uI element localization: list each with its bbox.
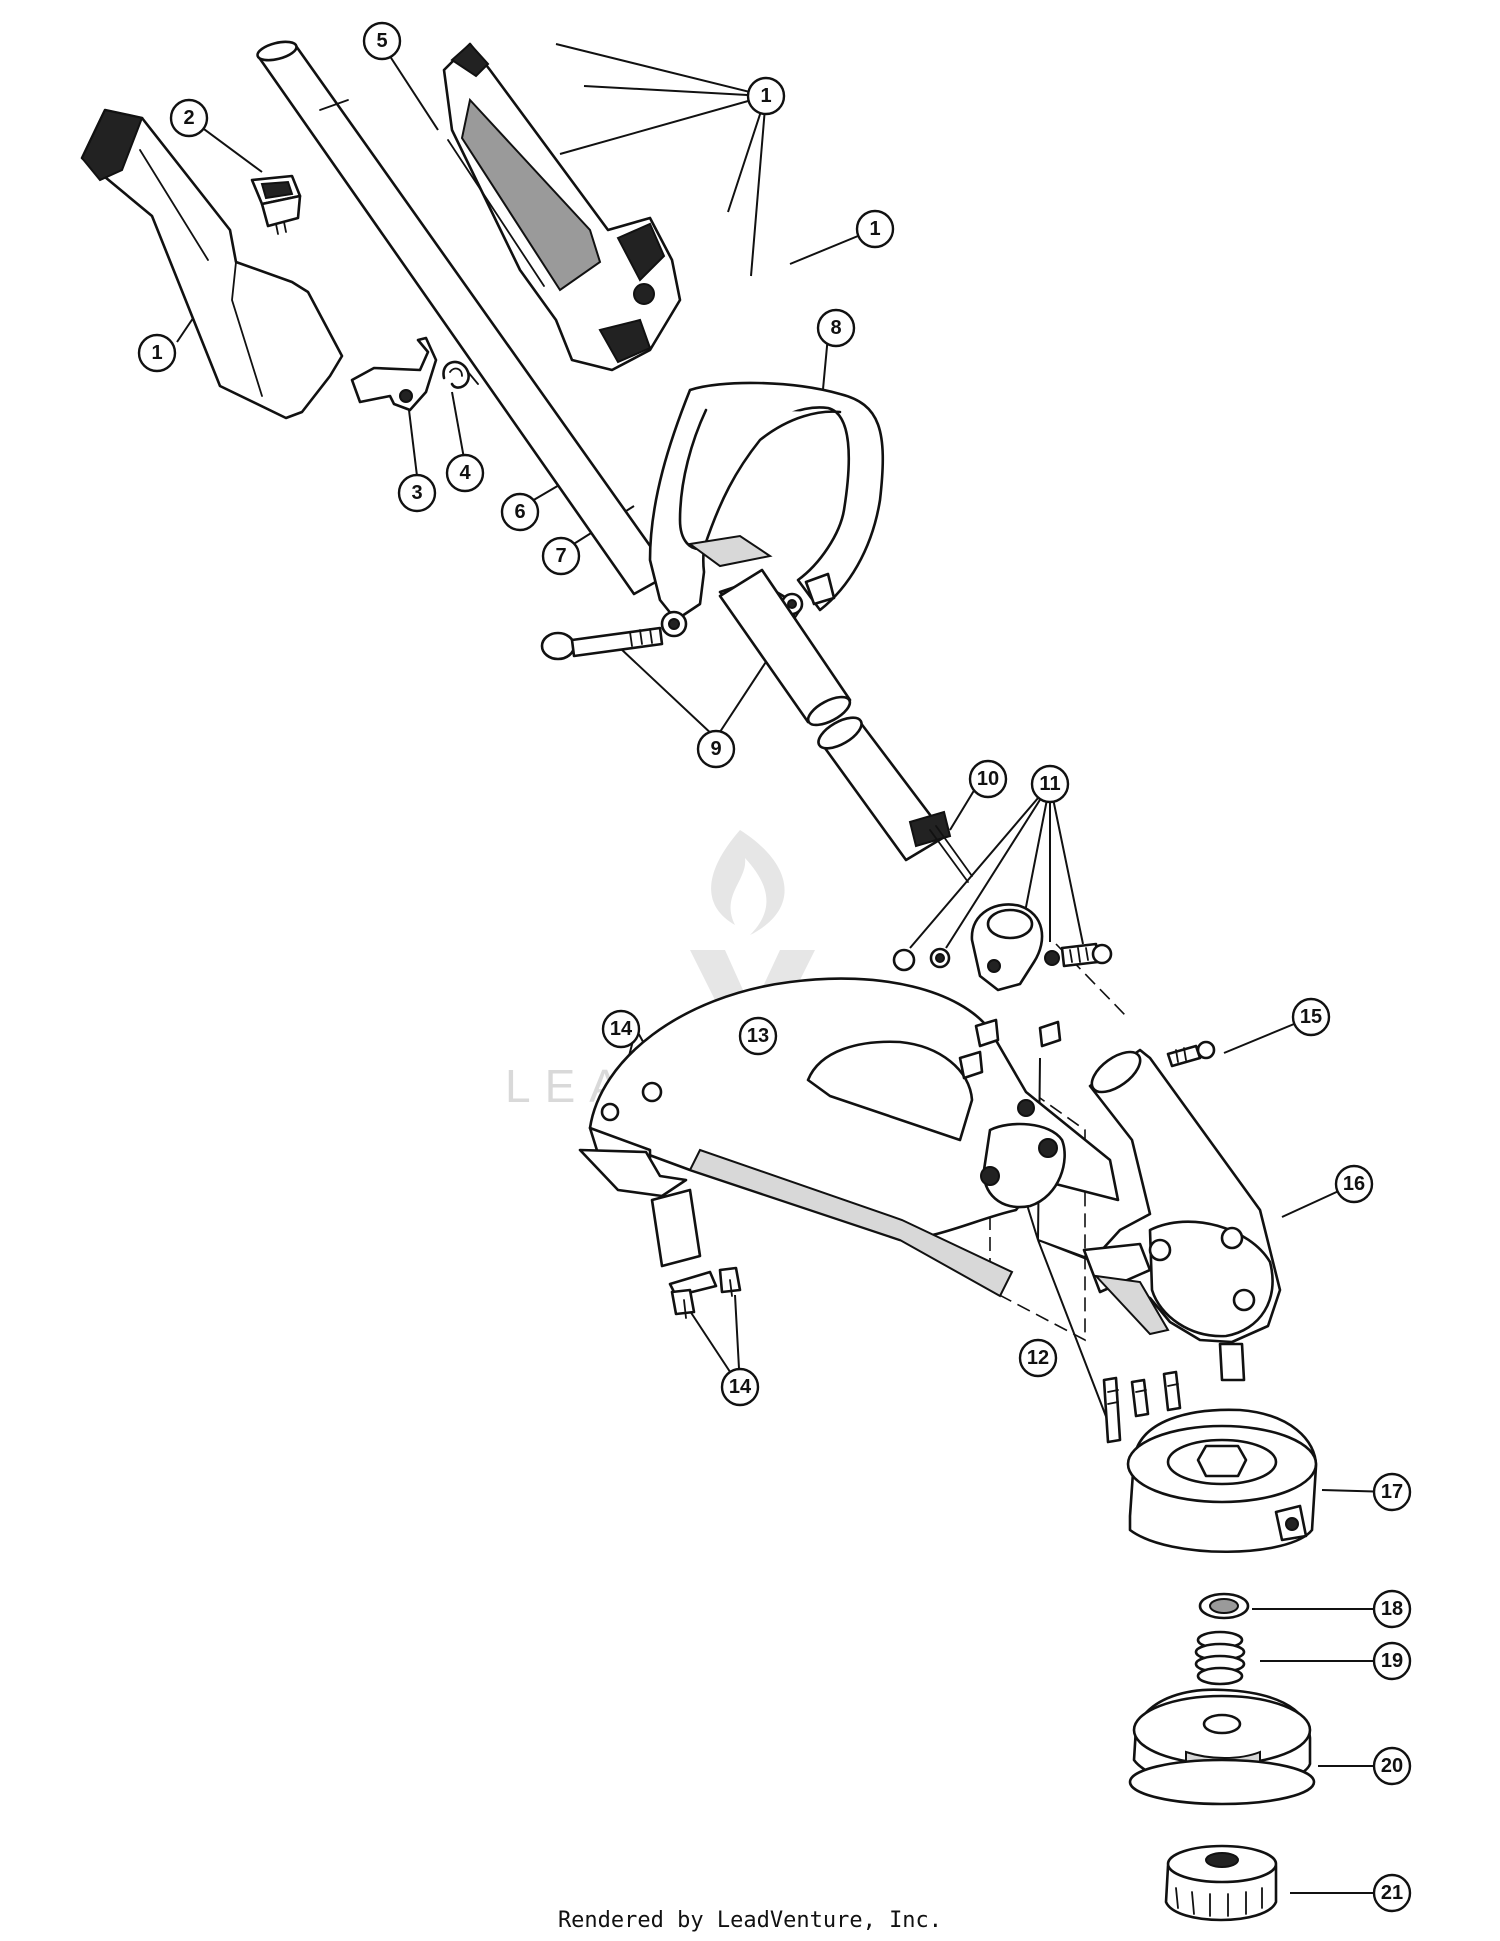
callout-16[interactable]: 16	[1334, 1164, 1374, 1204]
screws-and-nuts	[958, 1018, 1182, 1444]
callout-19[interactable]: 19	[1372, 1641, 1412, 1681]
svg-text:17: 17	[1381, 1481, 1403, 1503]
callout-14b[interactable]: 14	[720, 1367, 760, 1407]
callout-1c[interactable]: 1	[137, 333, 177, 373]
handle-housing-inner	[442, 42, 682, 372]
footer-credit: Rendered by LeadVenture, Inc.	[557, 1908, 943, 1933]
spool	[1128, 1688, 1316, 1806]
callout-14a[interactable]: 14	[601, 1009, 641, 1049]
svg-text:2: 2	[183, 107, 194, 129]
callout-12[interactable]: 12	[1018, 1338, 1058, 1378]
callout-3[interactable]: 3	[397, 473, 437, 513]
callout-8[interactable]: 8	[816, 308, 856, 348]
callout-20[interactable]: 20	[1372, 1746, 1412, 1786]
svg-text:14: 14	[610, 1018, 633, 1040]
callout-2[interactable]: 2	[169, 98, 209, 138]
callout-13[interactable]: 13	[738, 1016, 778, 1056]
washer	[1198, 1592, 1250, 1620]
spring	[442, 360, 479, 389]
callout-11[interactable]: 11	[1030, 764, 1070, 804]
callout-15[interactable]: 15	[1291, 997, 1331, 1037]
svg-text:4: 4	[459, 462, 471, 484]
watermark-flame-icon	[711, 830, 785, 935]
callout-9[interactable]: 9	[696, 729, 736, 769]
handle-housing-left	[80, 108, 344, 420]
guard-fasteners	[600, 1081, 742, 1319]
svg-text:20: 20	[1381, 1755, 1403, 1777]
guard	[578, 977, 1120, 1298]
spool-housing	[1126, 1408, 1318, 1554]
carriage-bolt	[540, 626, 664, 661]
svg-text:15: 15	[1300, 1006, 1322, 1028]
svg-text:7: 7	[555, 545, 566, 567]
callouts: 1 1 1 2 3 4 5 6 7 8 9 10 11 12 13 14 14 …	[137, 21, 1412, 1913]
callout-1a[interactable]: 1	[746, 76, 786, 116]
callout-6[interactable]: 6	[500, 492, 540, 532]
svg-text:1: 1	[151, 342, 162, 364]
svg-text:9: 9	[710, 738, 721, 760]
alignment-lines	[989, 943, 1127, 1342]
svg-text:19: 19	[1381, 1650, 1403, 1672]
callout-18[interactable]: 18	[1372, 1589, 1412, 1629]
svg-text:16: 16	[1343, 1173, 1365, 1195]
lower-shaft	[718, 568, 952, 862]
svg-text:13: 13	[747, 1025, 769, 1047]
svg-text:3: 3	[411, 482, 422, 504]
svg-text:1: 1	[760, 85, 771, 107]
spool-spring	[1194, 1630, 1246, 1686]
bump-knob	[1164, 1844, 1278, 1922]
trigger	[350, 336, 438, 412]
callout-4[interactable]: 4	[445, 453, 485, 493]
svg-text:1: 1	[869, 218, 880, 240]
callout-10[interactable]: 10	[968, 759, 1008, 799]
svg-text:11: 11	[1039, 773, 1060, 795]
svg-text:18: 18	[1381, 1598, 1403, 1620]
callout-1b[interactable]: 1	[855, 209, 895, 249]
motor-housing	[1082, 1048, 1282, 1382]
svg-text:5: 5	[376, 30, 387, 52]
callout-7[interactable]: 7	[541, 536, 581, 576]
callout-21[interactable]: 21	[1372, 1873, 1412, 1913]
svg-text:10: 10	[977, 768, 999, 790]
svg-text:6: 6	[514, 501, 525, 523]
svg-text:12: 12	[1027, 1347, 1049, 1369]
callout-5[interactable]: 5	[362, 21, 402, 61]
svg-text:8: 8	[830, 317, 841, 339]
housing-screw	[1166, 1040, 1216, 1068]
clamp-hardware	[892, 903, 1113, 992]
pin	[929, 825, 973, 883]
callout-17[interactable]: 17	[1372, 1472, 1412, 1512]
svg-text:14: 14	[729, 1376, 752, 1398]
svg-text:21: 21	[1381, 1882, 1403, 1904]
switch	[250, 174, 302, 235]
watermark-v-icon	[690, 950, 815, 1060]
